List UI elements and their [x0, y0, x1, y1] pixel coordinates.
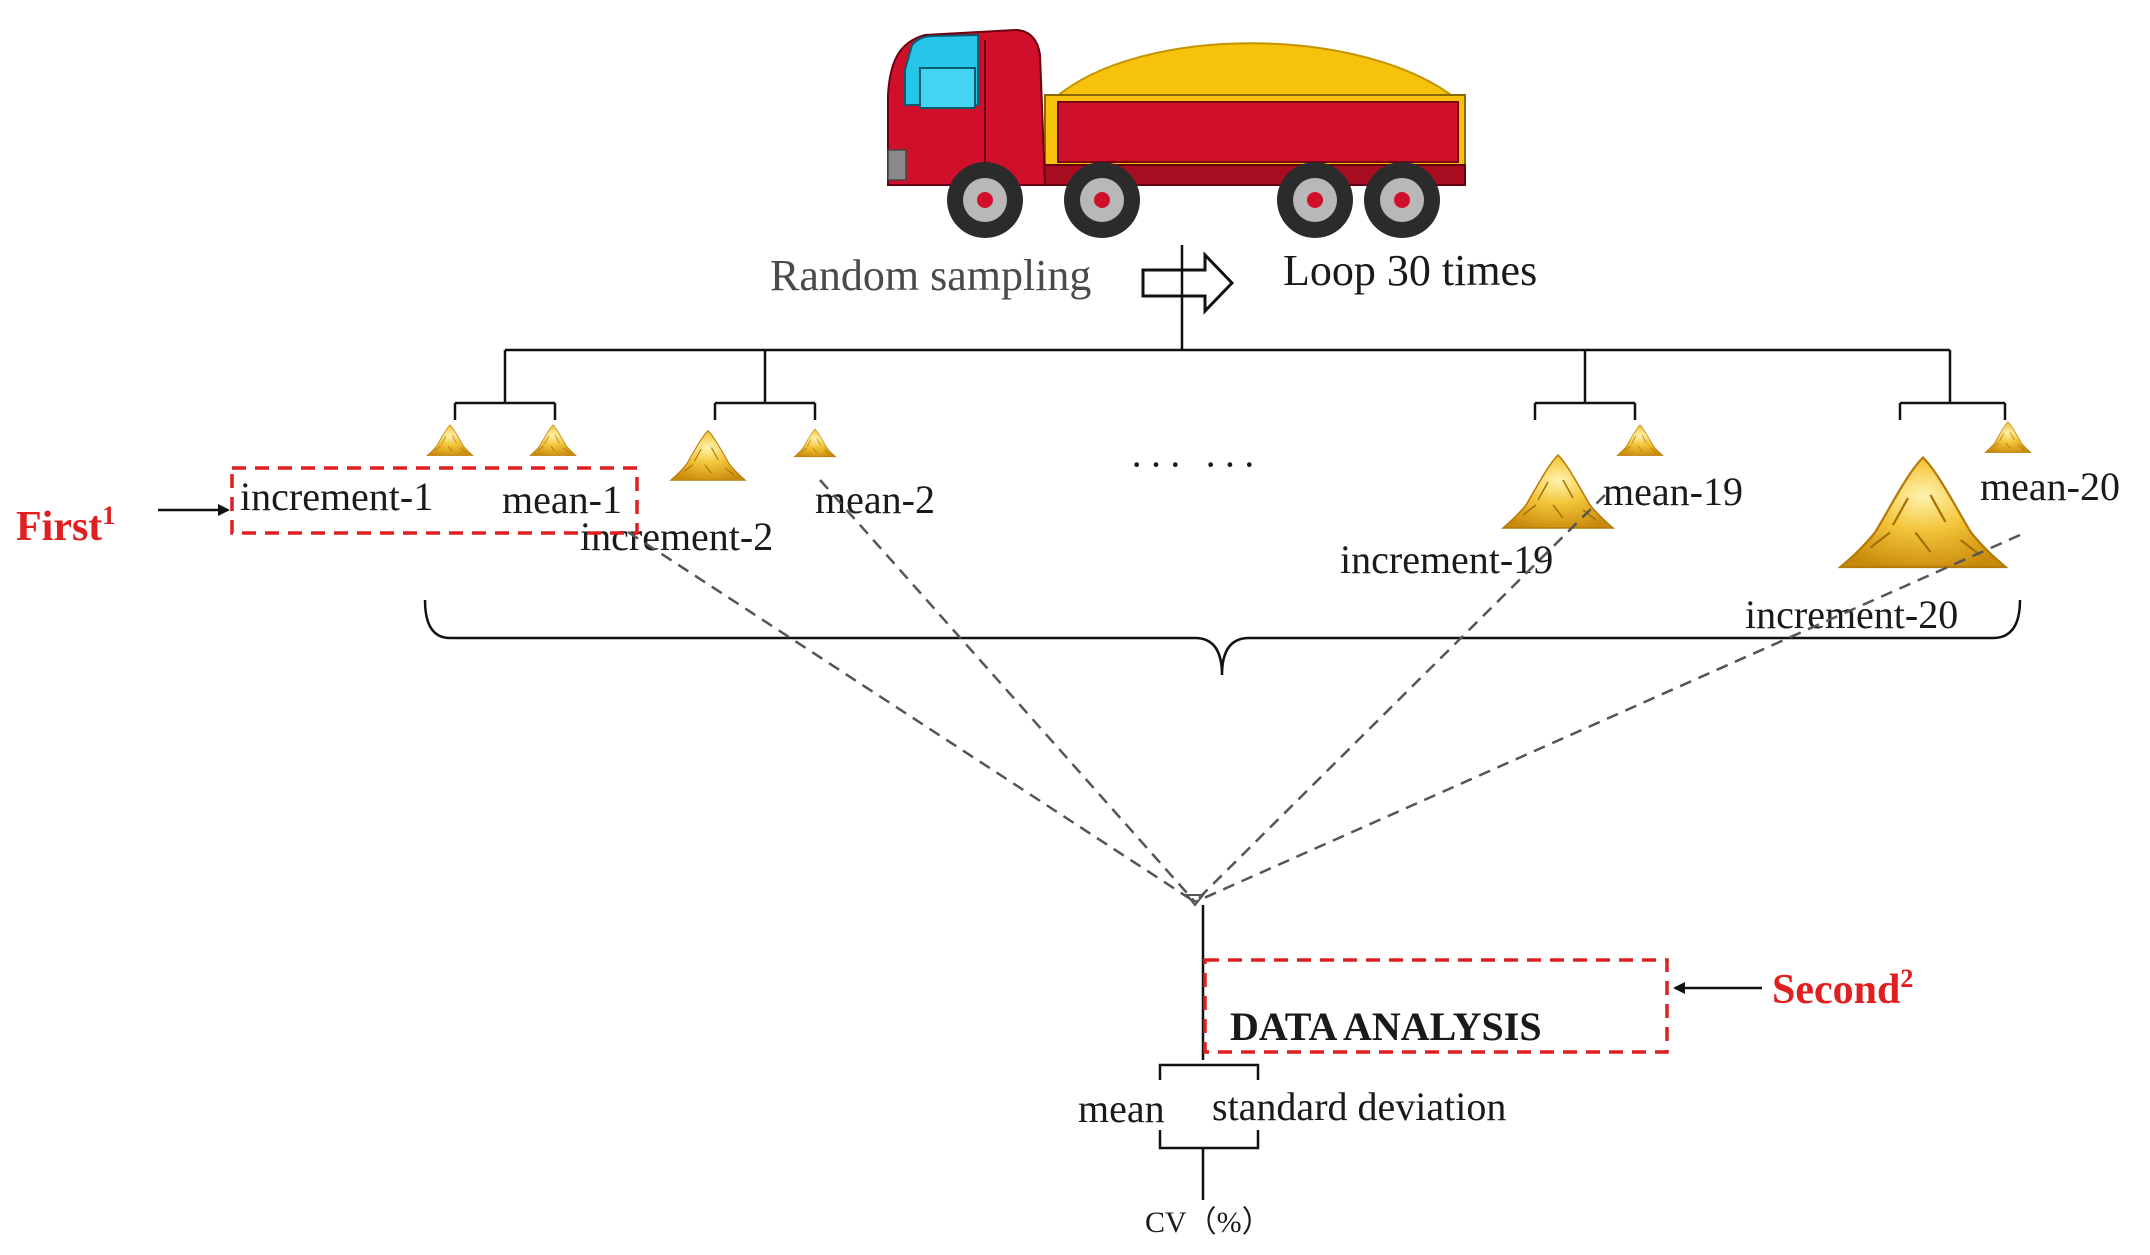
- first-highlight-box: [230, 466, 639, 535]
- hollow-arrow-icon: [1141, 251, 1235, 315]
- ellipsis-label: ··· ···: [1130, 442, 1262, 487]
- output-bracket: [1158, 1063, 1260, 1200]
- increment-1-label: increment-1: [240, 474, 433, 519]
- increment-2-label: increment-2: [580, 514, 773, 559]
- first-label: First1: [16, 501, 115, 550]
- increment-19-label: increment-19: [1340, 537, 1553, 582]
- convergence-node: [1184, 894, 1206, 907]
- second-label: Second2: [1772, 964, 1913, 1013]
- convergence-lines: [627, 479, 2021, 904]
- dump-truck-icon: [887, 28, 1466, 238]
- tree-connectors: [453, 245, 2007, 420]
- mean-2-label: mean-2: [815, 477, 935, 522]
- increment-20-label: increment-20: [1745, 592, 1958, 637]
- output-sd-label: standard deviation: [1212, 1084, 1506, 1129]
- loop-label: Loop 30 times: [1283, 246, 1537, 295]
- mean-20-label: mean-20: [1980, 464, 2120, 509]
- mean-19-label: mean-19: [1603, 469, 1743, 514]
- random-sampling-label: Random sampling: [770, 251, 1091, 300]
- truck-wheels: [947, 162, 1440, 238]
- grouping-brace: [423, 599, 2022, 676]
- second-highlight-box: [1203, 958, 1669, 1054]
- data-analysis-label: DATA ANALYSIS: [1230, 1004, 1542, 1049]
- output-cv-label: CV（%）: [1145, 1206, 1272, 1239]
- output-mean-label: mean: [1078, 1086, 1165, 1131]
- mean-1-label: mean-1: [502, 477, 622, 522]
